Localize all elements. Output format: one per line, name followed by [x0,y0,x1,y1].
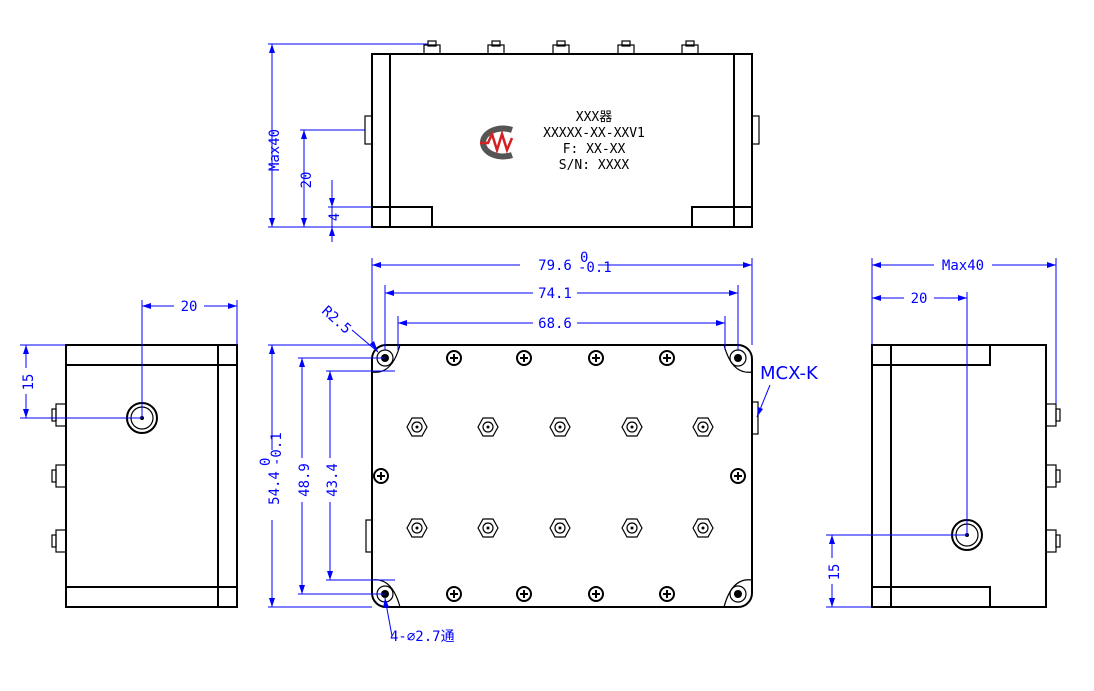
right-view: Max40 20 15 [824,256,1061,608]
dim-width-total: 79.6 [538,258,572,274]
screw-heads [373,350,746,602]
top-view-left-connector [364,115,373,145]
front-view-mcx-connector [751,401,759,435]
front-view: 79.6 0 -0.1 74.1 68.6 R2.5 54.4 0 -0.1 [258,250,819,645]
left-view-side-connectors [51,403,67,553]
mounting-holes [371,344,753,608]
left-view-body [65,344,238,608]
top-view-right-foot [691,206,753,228]
dim-left-15: 15 [21,374,37,391]
top-view-right-connector [751,115,760,145]
top-view-left-foot [371,206,433,228]
dim-right-20: 20 [911,291,928,307]
dim-left-20: 20 [181,299,198,315]
label-line-3: F: XX-XX [563,142,626,157]
dim-width-mid: 74.1 [538,286,572,302]
dim-height-total: 54.4 [267,471,283,505]
dim-top-20: 20 [299,172,315,189]
top-view: XXX器 XXXXX-XX-XXV1 F: XX-XX S/N: XXXX Ma… [267,40,760,242]
dim-width-total-tol-lower: -0.1 [578,260,612,276]
top-view-right-cap [733,53,753,228]
dim-height-holes: 43.4 [325,463,341,497]
dim-top-max40: Max40 [267,129,283,171]
right-view-side-connectors [1045,403,1061,553]
dim-height-total-tol-lower: -0.1 [269,432,285,466]
dim-corner-radius: R2.5 [318,303,354,337]
dim-top-4: 4 [327,213,343,221]
dim-width-holes: 68.6 [538,316,572,332]
label-line-1: XXX器 [576,110,612,125]
connector-callout: MCX-K [760,363,819,384]
tuning-nuts [406,417,714,538]
label-line-2: XXXXX-XX-XXV1 [543,126,645,141]
front-view-left-connector [365,519,373,553]
dim-height-mid: 48.9 [297,463,313,497]
company-logo-icon [480,125,514,160]
dim-width-total-tol-upper: 0 [580,250,588,266]
label-line-4: S/N: XXXX [559,158,630,173]
dim-right-max40: Max40 [942,258,984,274]
dim-holes-callout: 4-⌀2.7通 [390,629,455,645]
top-view-left-cap [371,53,391,228]
dim-height-total-tol-upper: 0 [258,458,274,466]
right-view-body [871,344,1047,608]
left-view: 20 15 [18,298,238,608]
dim-right-15: 15 [827,564,843,581]
top-view-connectors [423,40,699,55]
front-view-body [371,344,753,608]
